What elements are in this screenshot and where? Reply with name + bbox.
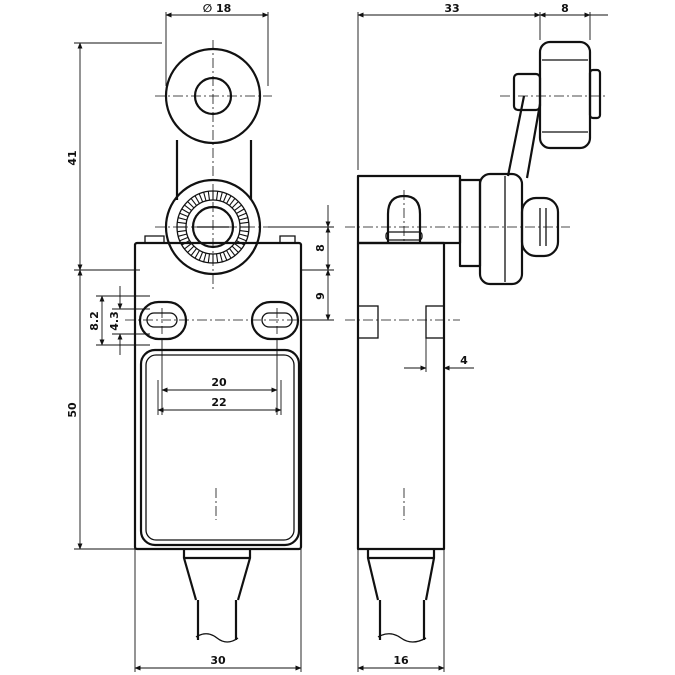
side-hub [478,172,524,286]
knurl-tooth [207,253,211,263]
knurl-tooth [239,221,249,225]
knurl-tooth [237,212,247,218]
knurl-tooth [219,252,223,262]
knurl-tooth [181,208,190,214]
dim-roller-diameter: ∅ 18 [203,2,232,15]
front-cable-gland [182,549,252,601]
knurl-tooth [229,248,236,256]
side-head [356,174,462,245]
knurl-tooth [234,204,242,211]
front-shaft-knurl [177,191,249,263]
knurl-tooth [215,191,219,201]
knurl-tooth [179,236,189,242]
knurl-tooth [238,233,248,237]
knurl-tooth [198,193,204,203]
knurl-tooth [219,192,223,202]
knurl-tooth [237,236,247,242]
knurl-tooth [226,250,232,259]
front-lever-arm [175,140,253,200]
knurl-tooth [236,240,245,246]
front-body-outline [133,241,303,551]
side-view: 33 8 4 16 [345,2,608,672]
side-cable-gland [366,549,436,601]
knurl-tooth [190,198,197,206]
dim-hole-diameter: 4.3 [108,311,121,331]
side-roller-axle-right [588,68,602,120]
front-cover-inner [145,354,295,541]
dim-roller-width: 8 [561,2,569,15]
dim-hole-spacing-outer: 22 [211,396,226,409]
dim-hole-vertical-spacing: 8.2 [88,311,101,331]
dim-slot-width: 4 [460,354,468,367]
knurl-tooth [203,252,207,262]
knurl-tooth [238,217,248,221]
knurl-tooth [222,251,228,261]
dim-shaft-offset: 8 [314,244,327,252]
knurl-tooth [187,201,195,209]
knurl-tooth [222,193,228,203]
knurl-tooth [231,245,239,253]
knurl-tooth [178,233,188,237]
knurl-tooth [203,192,207,202]
dim-body-height: 50 [66,402,79,418]
knurl-tooth [178,217,188,221]
knurl-tooth [231,201,239,209]
side-lever [506,95,542,179]
knurl-tooth [181,240,190,246]
knurl-tooth [187,245,195,253]
knurl-tooth [198,251,204,261]
front-view: ∅ 18 41 50 8.2 4.3 20 22 [66,2,334,672]
knurl-tooth [194,250,200,259]
knurl-tooth [177,221,187,225]
dim-hole-offset: 9 [314,292,327,300]
side-cable [378,600,426,640]
knurl-tooth [190,248,197,256]
knurl-tooth [215,253,219,263]
front-mount-hole-left [138,300,188,341]
knurl-tooth [184,243,192,250]
dim-lever-height: 41 [66,150,79,165]
side-slot-right [425,305,445,339]
knurl-tooth [177,229,187,233]
knurl-tooth [236,208,245,214]
knurl-tooth [207,191,211,201]
side-body-outline [356,241,446,551]
knurl-tooth [229,198,236,206]
front-cable-break [195,633,239,643]
dim-hole-spacing-inner: 20 [211,376,227,389]
knurl-tooth [226,195,232,204]
knurl-tooth [194,195,200,204]
side-hub-flange [458,178,482,268]
knurl-tooth [184,204,192,211]
side-cable-break [377,633,427,643]
front-cover-plate [139,348,301,547]
dim-body-width: 30 [210,654,226,667]
knurl-tooth [239,229,249,233]
side-roller-axle-left [512,72,542,112]
front-body-shoulders [144,235,296,243]
front-mount-hole-right [250,300,300,341]
knurl-tooth [179,212,189,218]
dim-lever-reach: 33 [444,2,459,15]
front-cable [196,600,238,640]
side-slot-left [357,305,379,339]
dim-body-depth: 16 [393,654,409,667]
knurl-tooth [234,243,242,250]
